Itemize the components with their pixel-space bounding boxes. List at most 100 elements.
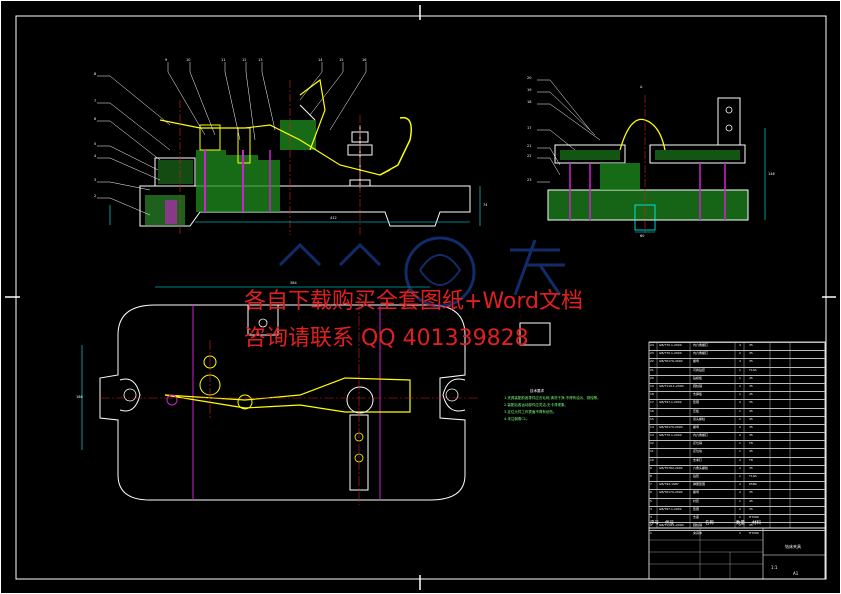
bom-cell: 14 bbox=[650, 424, 654, 429]
bom-cell bbox=[658, 515, 692, 522]
bom-cell: GB/T93-1987 bbox=[659, 482, 679, 487]
balloon-label: 12 bbox=[242, 58, 247, 62]
bom-cell: 7 bbox=[650, 482, 652, 487]
balloon-label: 2 bbox=[94, 194, 97, 198]
watermark-line-2: 咨询请联系 QQ 401339828 bbox=[244, 326, 529, 351]
bom-cell: 35 bbox=[749, 490, 753, 495]
notes-line: 3.定位元件工作表面不得有划伤。 bbox=[504, 410, 557, 414]
bom-cell: T8 bbox=[749, 457, 753, 462]
bom-cell: 1 bbox=[739, 531, 741, 536]
view-label: A bbox=[640, 85, 643, 89]
balloon-label: 7 bbox=[94, 99, 97, 103]
bom-cell: 35 bbox=[749, 400, 753, 405]
bom-cell: GB/T6170-2000 bbox=[659, 359, 683, 364]
bom-cell: 内六角螺钉 bbox=[693, 343, 709, 347]
bom-cell: 35 bbox=[749, 424, 753, 429]
bom-cell: GB/T5782-2000 bbox=[659, 465, 683, 470]
bom-cell: 1 bbox=[739, 514, 741, 519]
balloon-label: 15 bbox=[339, 58, 344, 62]
bom-cell: 1 bbox=[739, 392, 741, 397]
bom-cell: 35 bbox=[749, 506, 753, 511]
bom-cell: 35 bbox=[749, 343, 753, 347]
bom-cell: 45 bbox=[749, 498, 753, 503]
balloon-label: 3 bbox=[94, 178, 97, 182]
bom-cell: 45 bbox=[749, 408, 753, 413]
bom-cell: 22 bbox=[650, 359, 654, 364]
balloon-label: 5 bbox=[94, 142, 97, 146]
bom-cell: 1 bbox=[739, 408, 741, 413]
bom-cell: GB/T119.1-2000 bbox=[659, 523, 684, 528]
bom-cell: 45 bbox=[749, 375, 753, 380]
bom-header-cell: 数量 bbox=[736, 521, 745, 526]
scale: 1:1 bbox=[771, 565, 778, 570]
bom-cell: 2 bbox=[739, 506, 741, 511]
bom-cell: 19 bbox=[650, 383, 654, 388]
dim-side-width: 60 bbox=[640, 234, 645, 238]
dim-plan-height: 186 bbox=[76, 395, 83, 399]
bom-cell: 9 bbox=[650, 465, 652, 470]
bom-cell: 1 bbox=[739, 441, 741, 446]
bom-cell bbox=[658, 392, 692, 399]
dim-plan-width: 384 bbox=[290, 281, 297, 285]
bom-cell: 定位销 bbox=[693, 441, 703, 446]
bom-cell: GB/T6170-2000 bbox=[659, 424, 683, 429]
drawing-name: 钻床夹具 bbox=[785, 544, 801, 549]
balloon-label: 11 bbox=[221, 58, 226, 62]
bom-cell: 定位块 bbox=[693, 449, 703, 454]
bom-cell: 夹具体 bbox=[693, 531, 703, 536]
bom-cell: 2 bbox=[739, 465, 741, 470]
bom-cell: 18 bbox=[650, 392, 654, 397]
bom-cell: 2 bbox=[739, 433, 741, 438]
bom-cell: 钻套 bbox=[693, 474, 700, 478]
bom-cell: 支座 bbox=[693, 514, 700, 519]
balloon-label: 21 bbox=[527, 144, 532, 148]
balloon-label: 10 bbox=[186, 58, 191, 62]
watermark-line-1: 各自下载购买全套图纸+Word文档 bbox=[244, 289, 583, 314]
bom-cell: 65Mn bbox=[749, 482, 758, 487]
bom-cell: 1 bbox=[739, 449, 741, 454]
watermark-logo bbox=[278, 236, 565, 308]
dim-front-length: 412 bbox=[330, 216, 337, 220]
bom-cell: 1 bbox=[739, 367, 741, 372]
bom-cell: 35 bbox=[749, 465, 753, 470]
balloon-label: 6 bbox=[94, 117, 97, 121]
dim-side-height: 146 bbox=[768, 172, 775, 176]
bom-cell: 2 bbox=[739, 457, 741, 462]
bom-header-cell: 材料 bbox=[752, 521, 761, 526]
bom-cell: 压板 bbox=[693, 408, 700, 413]
sheet-size: A1 bbox=[793, 571, 799, 576]
bom-cell: 16 bbox=[650, 408, 654, 413]
side-view bbox=[537, 79, 766, 235]
balloon-label: 9 bbox=[165, 58, 168, 62]
bom-cell: 15 bbox=[650, 416, 654, 421]
bom-cell: 8 bbox=[650, 474, 652, 478]
bom-cell: 2 bbox=[739, 523, 741, 528]
bom-cell: 11 bbox=[650, 449, 654, 454]
bom-cell: 2 bbox=[739, 482, 741, 487]
bom-header-cell: 序号 bbox=[650, 521, 659, 526]
bom-cell: 1 bbox=[739, 416, 741, 421]
bom-cell: 45 bbox=[749, 416, 753, 421]
bom-cell bbox=[658, 474, 692, 481]
balloon-label: 4 bbox=[94, 154, 97, 158]
bom-header-cell: 代号 bbox=[665, 521, 674, 526]
bom-cell: 24 bbox=[650, 343, 654, 347]
bom-cell: 2 bbox=[650, 523, 652, 528]
bom-cell: 钻模板 bbox=[693, 375, 703, 380]
bom-cell: 支撑板 bbox=[693, 392, 703, 397]
bom-cell bbox=[658, 449, 692, 456]
